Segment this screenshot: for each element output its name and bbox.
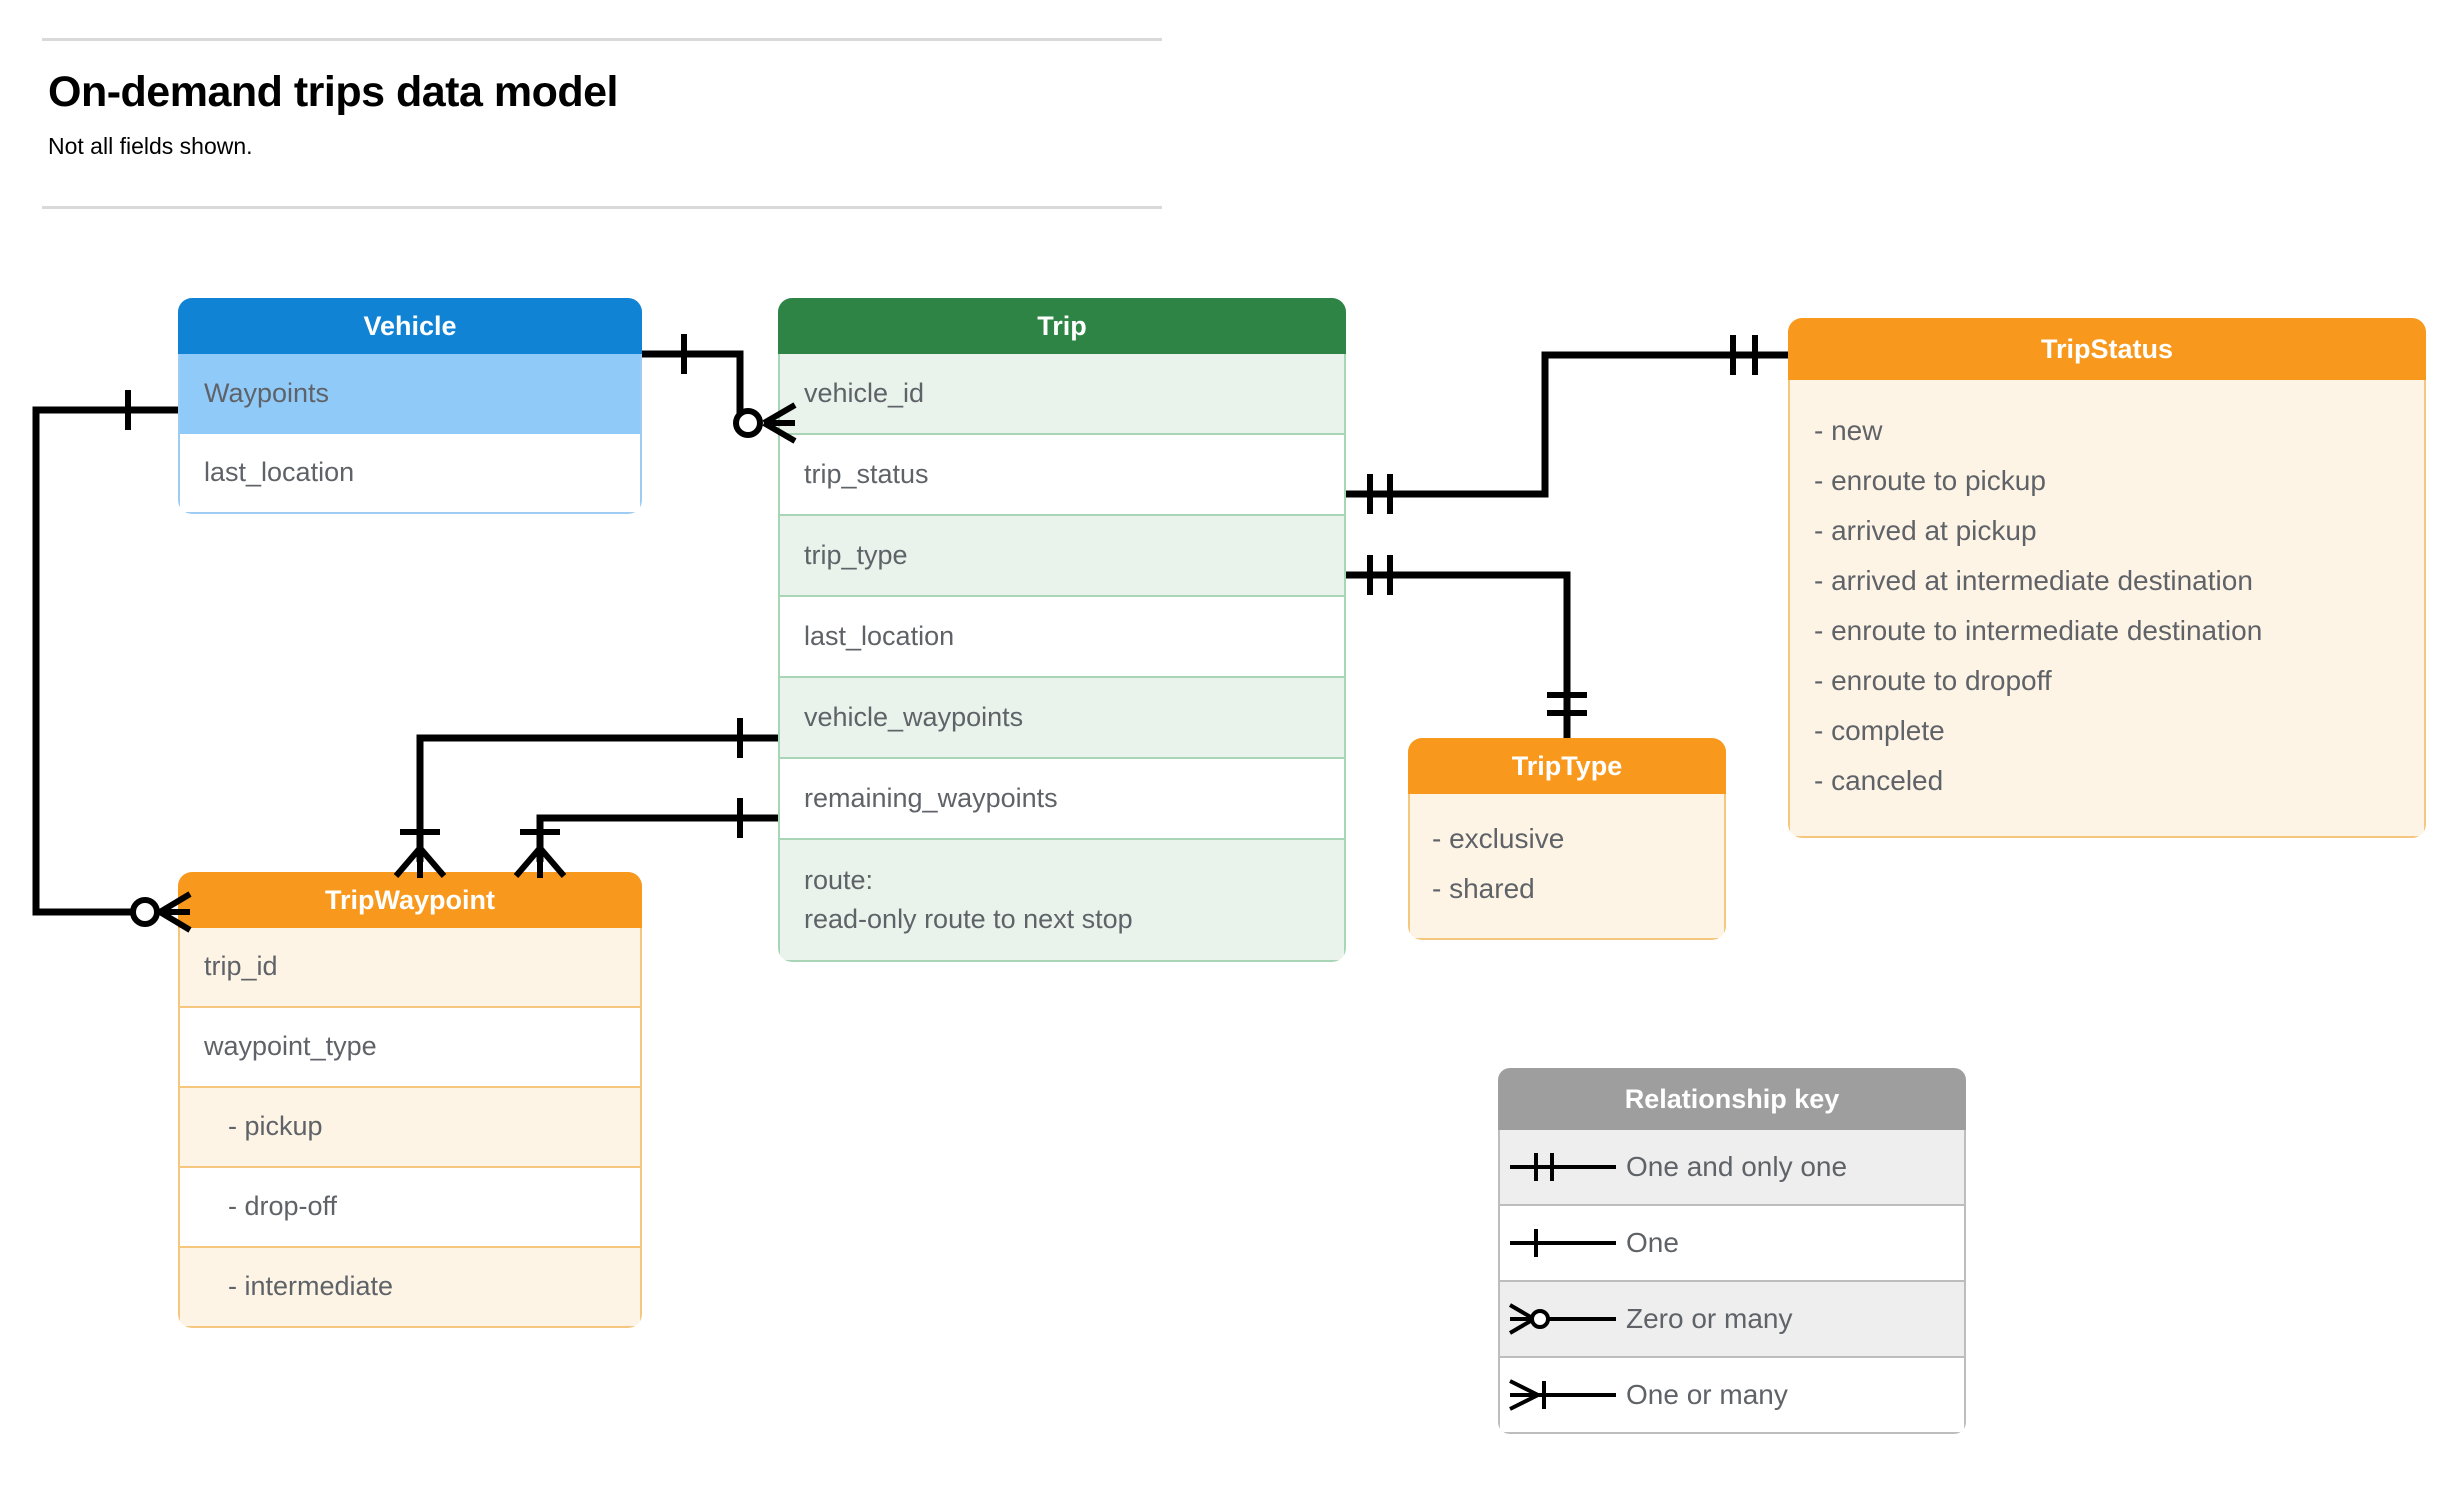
one-icon [1500, 1223, 1626, 1263]
connector-trip-status-to-tripstatus [1346, 351, 1788, 498]
entity-triptype-title: TripType [1408, 738, 1726, 794]
connector-trip-vehicle-waypoints-to-tripwaypoint [416, 734, 778, 862]
relationship-key-row-one: One [1498, 1206, 1966, 1282]
tripstatus-value-enroute-to-dropoff: - enroute to dropoff [1814, 665, 2052, 696]
tripstatus-value-enroute-to-pickup: - enroute to pickup [1814, 465, 2046, 496]
relationship-key-label-one-and-only-one: One and only one [1626, 1151, 1848, 1182]
connector-vehicle-waypoints-to-tripwaypoint [32, 406, 178, 916]
relationship-key-label-one-or-many: One or many [1626, 1379, 1788, 1410]
relationship-key-legend: Relationship key One and only one One [1498, 1068, 1966, 1434]
one-and-only-one-icon [1500, 1147, 1626, 1187]
entity-vehicle-field-waypoints[interactable]: Waypoints [178, 354, 642, 434]
entity-trip-title: Trip [778, 298, 1346, 354]
entity-vehicle-field-last-location[interactable]: last_location [178, 434, 642, 514]
entity-trip-field-trip-status[interactable]: trip_status [778, 435, 1346, 516]
entity-tripstatus[interactable]: TripStatus - new - enroute to pickup - a… [1788, 318, 2426, 838]
triptype-value-shared: - shared [1432, 873, 1535, 904]
relationship-key-title: Relationship key [1498, 1068, 1966, 1130]
relationship-key-row-one-or-many: One or many [1498, 1358, 1966, 1434]
entity-tripwaypoint-title: TripWaypoint [178, 872, 642, 928]
entity-trip-field-last-location[interactable]: last_location [778, 597, 1346, 678]
tripstatus-value-enroute-to-intermediate-destination: - enroute to intermediate destination [1814, 615, 2263, 646]
entity-trip-field-vehicle-waypoints[interactable]: vehicle_waypoints [778, 678, 1346, 759]
connector-trip-type-to-triptype [1346, 571, 1571, 738]
entity-vehicle[interactable]: Vehicle Waypoints last_location [178, 298, 642, 514]
relationship-key-row-zero-or-many: Zero or many [1498, 1282, 1966, 1358]
page-subtitle: Not all fields shown. [48, 133, 253, 159]
tripstatus-value-arrived-at-pickup: - arrived at pickup [1814, 515, 2037, 546]
tripwaypoint-value-drop-off: - drop-off [178, 1168, 642, 1248]
entity-tripstatus-values: - new - enroute to pickup - arrived at p… [1788, 380, 2426, 838]
entity-trip-field-trip-type[interactable]: trip_type [778, 516, 1346, 597]
relationship-key-label-zero-or-many: Zero or many [1626, 1303, 1793, 1334]
entity-trip-field-remaining-waypoints[interactable]: remaining_waypoints [778, 759, 1346, 840]
one-or-many-icon [1500, 1375, 1626, 1415]
entity-vehicle-title: Vehicle [178, 298, 642, 354]
tripstatus-value-arrived-at-intermediate-destination: - arrived at intermediate destination [1814, 565, 2253, 596]
entity-trip-field-route[interactable]: route: read-only route to next stop [778, 840, 1346, 962]
entity-tripwaypoint[interactable]: TripWaypoint trip_id waypoint_type - pic… [178, 872, 642, 1328]
relationship-key-label-one: One [1626, 1227, 1679, 1258]
zero-or-many-icon [1500, 1299, 1626, 1339]
tripstatus-value-new: - new [1814, 415, 1883, 446]
connector-vehicle-to-trip-vehicle-id [642, 350, 762, 427]
triptype-value-exclusive: - exclusive [1432, 823, 1565, 854]
tripstatus-value-complete: - complete [1814, 715, 1945, 746]
header-divider-bottom [42, 206, 1162, 209]
connector-trip-remaining-waypoints-to-tripwaypoint [536, 814, 778, 862]
entity-tripwaypoint-field-trip-id[interactable]: trip_id [178, 928, 642, 1008]
entity-triptype-values: - exclusive - shared [1408, 794, 1726, 940]
entity-triptype[interactable]: TripType - exclusive - shared [1408, 738, 1726, 940]
entity-tripstatus-title: TripStatus [1788, 318, 2426, 380]
entity-trip-field-vehicle-id[interactable]: vehicle_id [778, 354, 1346, 435]
entity-trip[interactable]: Trip vehicle_id trip_status trip_type la… [778, 298, 1346, 962]
tripwaypoint-value-pickup: - pickup [178, 1088, 642, 1168]
tripstatus-value-canceled: - canceled [1814, 765, 1944, 796]
entity-tripwaypoint-field-waypoint-type[interactable]: waypoint_type [178, 1008, 642, 1088]
tripwaypoint-value-intermediate: - intermediate [178, 1248, 642, 1328]
header-divider-top [42, 38, 1162, 41]
relationship-key-row-one-and-only-one: One and only one [1498, 1130, 1966, 1206]
page-title: On-demand trips data model [48, 68, 618, 116]
